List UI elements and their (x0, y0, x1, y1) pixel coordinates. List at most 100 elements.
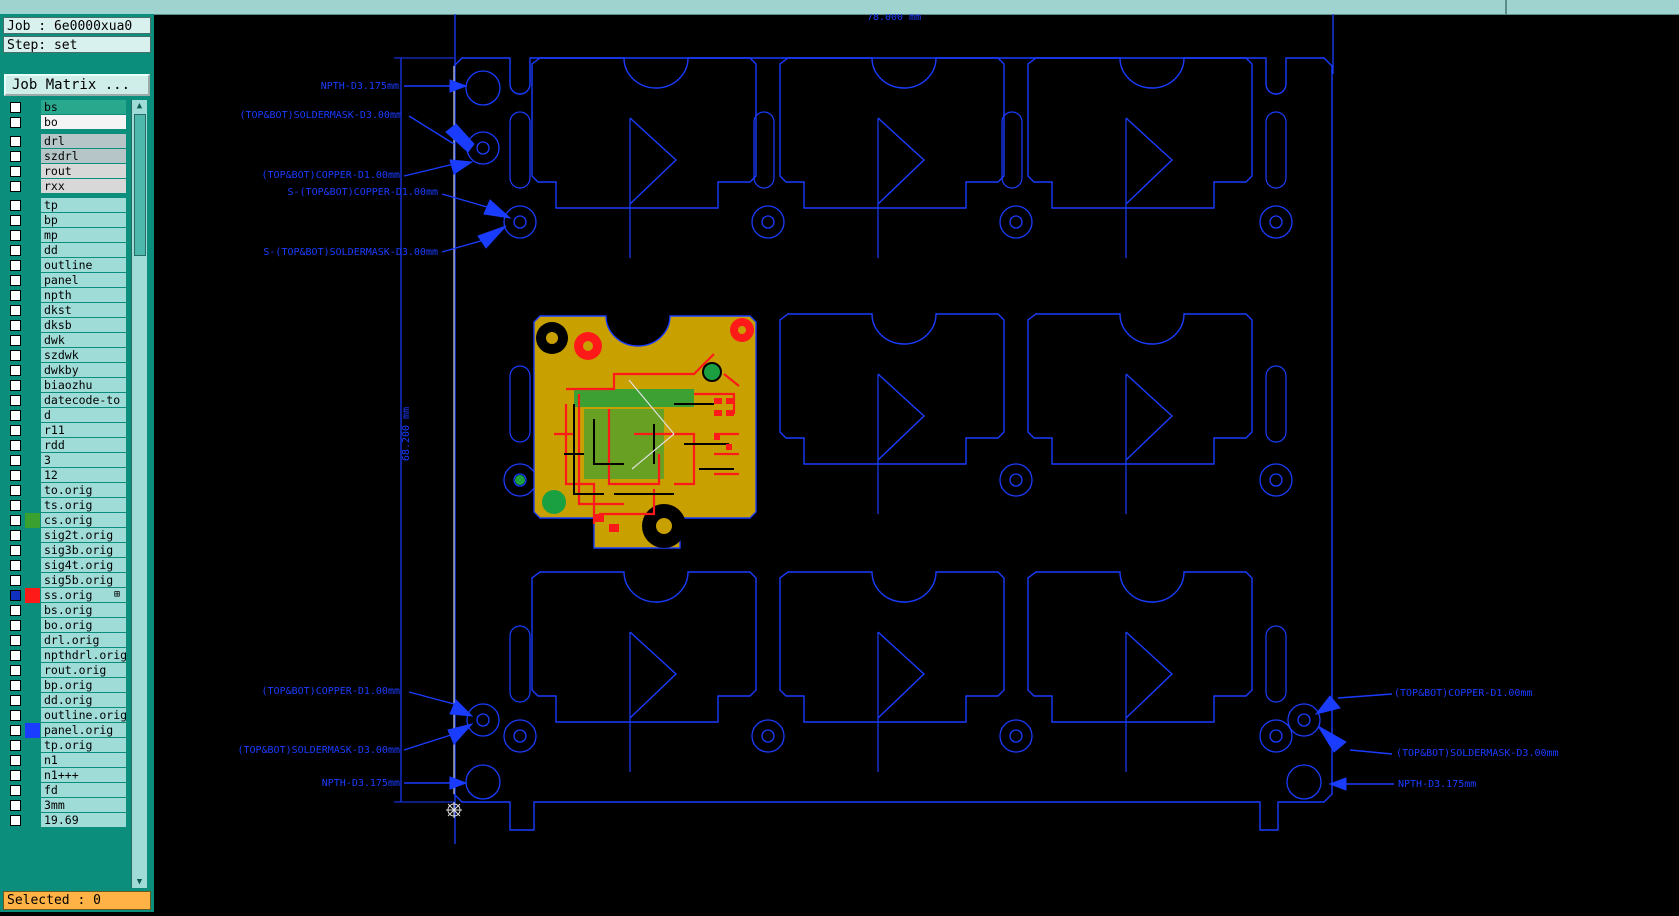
layer-color-swatch[interactable] (25, 693, 40, 708)
layer-name[interactable]: d (41, 408, 126, 422)
layer-checkbox[interactable] (10, 785, 21, 796)
panel-drawing[interactable]: 68.200 mm 78.000 mm NPTH-D3.175mm (TOP&B… (154, 12, 1679, 912)
layer-row-dksb[interactable]: dksb (4, 318, 126, 333)
layer-color-swatch[interactable] (25, 348, 40, 363)
layer-checkbox[interactable] (10, 117, 21, 128)
layer-row-bp-orig[interactable]: bp.orig (4, 678, 126, 693)
layer-checkbox[interactable] (10, 410, 21, 421)
layer-checkbox[interactable] (10, 245, 21, 256)
layer-row-19-69[interactable]: 19.69 (4, 813, 126, 828)
layer-checkbox[interactable] (10, 200, 21, 211)
layer-color-swatch[interactable] (25, 438, 40, 453)
layer-color-swatch[interactable] (25, 468, 40, 483)
layer-name[interactable]: 19.69 (41, 813, 126, 827)
layer-name[interactable]: bo.orig (41, 618, 126, 632)
layer-name[interactable]: 3mm (41, 798, 126, 812)
layer-checkbox[interactable] (10, 455, 21, 466)
layer-name[interactable]: fd (41, 783, 126, 797)
graphic-canvas[interactable]: 68.200 mm 78.000 mm NPTH-D3.175mm (TOP&B… (154, 12, 1679, 912)
layer-row-bs[interactable]: bs (4, 100, 126, 115)
layer-color-swatch[interactable] (25, 708, 40, 723)
layer-name[interactable]: to.orig (41, 483, 126, 497)
layer-name[interactable]: datecode-to (41, 393, 126, 407)
layer-name[interactable]: sig2t.orig (41, 528, 126, 542)
layer-color-swatch[interactable] (25, 648, 40, 663)
layer-list-scrollbar[interactable]: ▲ ▼ (131, 100, 147, 888)
layer-color-swatch[interactable] (25, 303, 40, 318)
layer-row-outline-orig[interactable]: outline.orig (4, 708, 126, 723)
layer-row-d[interactable]: d (4, 408, 126, 423)
layer-row-sig2t-orig[interactable]: sig2t.orig (4, 528, 126, 543)
layer-row-rout[interactable]: rout (4, 164, 126, 179)
layer-color-swatch[interactable] (25, 633, 40, 648)
layer-color-swatch[interactable] (25, 243, 40, 258)
layer-row-dkst[interactable]: dkst (4, 303, 126, 318)
layer-checkbox[interactable] (10, 500, 21, 511)
layer-row-dwkby[interactable]: dwkby (4, 363, 126, 378)
layer-checkbox[interactable] (10, 530, 21, 541)
layer-name[interactable]: bs.orig (41, 603, 126, 617)
layer-color-swatch[interactable] (25, 164, 40, 179)
layer-row-szdwk[interactable]: szdwk (4, 348, 126, 363)
layer-color-swatch[interactable] (25, 179, 40, 194)
layer-row-bo-orig[interactable]: bo.orig (4, 618, 126, 633)
layer-color-swatch[interactable] (25, 603, 40, 618)
layer-color-swatch[interactable] (25, 408, 40, 423)
layer-color-swatch[interactable] (25, 228, 40, 243)
layer-checkbox[interactable] (10, 560, 21, 571)
layer-row-bo[interactable]: bo (4, 115, 126, 130)
layer-row-dd-orig[interactable]: dd.orig (4, 693, 126, 708)
layer-color-swatch[interactable] (25, 798, 40, 813)
layer-checkbox[interactable] (10, 590, 21, 601)
layer-row-r11[interactable]: r11 (4, 423, 126, 438)
layer-row-to-orig[interactable]: to.orig (4, 483, 126, 498)
layer-row-szdrl[interactable]: szdrl (4, 149, 126, 164)
layer-color-swatch[interactable] (25, 213, 40, 228)
layer-name[interactable]: r11 (41, 423, 126, 437)
layer-name[interactable]: bs (41, 100, 126, 114)
layer-color-swatch[interactable] (25, 258, 40, 273)
layer-color-swatch[interactable] (25, 783, 40, 798)
layer-color-swatch[interactable] (25, 513, 40, 528)
layer-name[interactable]: sig4t.orig (41, 558, 126, 572)
layer-name[interactable]: bo (41, 115, 126, 129)
layer-checkbox[interactable] (10, 620, 21, 631)
layer-name[interactable]: dwk (41, 333, 126, 347)
layer-color-swatch[interactable] (25, 333, 40, 348)
layer-row-dd[interactable]: dd (4, 243, 126, 258)
layer-name[interactable]: n1 (41, 753, 126, 767)
layer-name[interactable]: npth (41, 288, 126, 302)
layer-color-swatch[interactable] (25, 378, 40, 393)
layer-checkbox[interactable] (10, 710, 21, 721)
layer-color-swatch[interactable] (25, 363, 40, 378)
scroll-down-arrow-icon[interactable]: ▼ (136, 877, 143, 887)
layer-name[interactable]: dksb (41, 318, 126, 332)
layer-checkbox[interactable] (10, 485, 21, 496)
layer-color-swatch[interactable] (25, 768, 40, 783)
layer-color-swatch[interactable] (25, 149, 40, 164)
layer-row-ss-orig[interactable]: ss.orig⊞ (4, 588, 126, 603)
layer-row-panel[interactable]: panel (4, 273, 126, 288)
layer-row-drl-orig[interactable]: drl.orig (4, 633, 126, 648)
layer-name[interactable]: szdrl (41, 149, 126, 163)
layer-color-swatch[interactable] (25, 453, 40, 468)
layer-row-3mm[interactable]: 3mm (4, 798, 126, 813)
layer-row-sig4t-orig[interactable]: sig4t.orig (4, 558, 126, 573)
layer-checkbox[interactable] (10, 575, 21, 586)
layer-checkbox[interactable] (10, 545, 21, 556)
layer-row-mp[interactable]: mp (4, 228, 126, 243)
layer-color-swatch[interactable] (25, 588, 40, 603)
layer-name[interactable]: outline.orig (41, 708, 126, 722)
layer-checkbox[interactable] (10, 181, 21, 192)
layer-checkbox[interactable] (10, 815, 21, 826)
layer-checkbox[interactable] (10, 425, 21, 436)
layer-checkbox[interactable] (10, 395, 21, 406)
layer-checkbox[interactable] (10, 380, 21, 391)
layer-row-panel-orig[interactable]: panel.orig (4, 723, 126, 738)
layer-row-fd[interactable]: fd (4, 783, 126, 798)
layer-name[interactable]: 12 (41, 468, 126, 482)
layer-checkbox[interactable] (10, 515, 21, 526)
layer-name[interactable]: biaozhu (41, 378, 126, 392)
layer-row-ts-orig[interactable]: ts.orig (4, 498, 126, 513)
layer-name[interactable]: mp (41, 228, 126, 242)
